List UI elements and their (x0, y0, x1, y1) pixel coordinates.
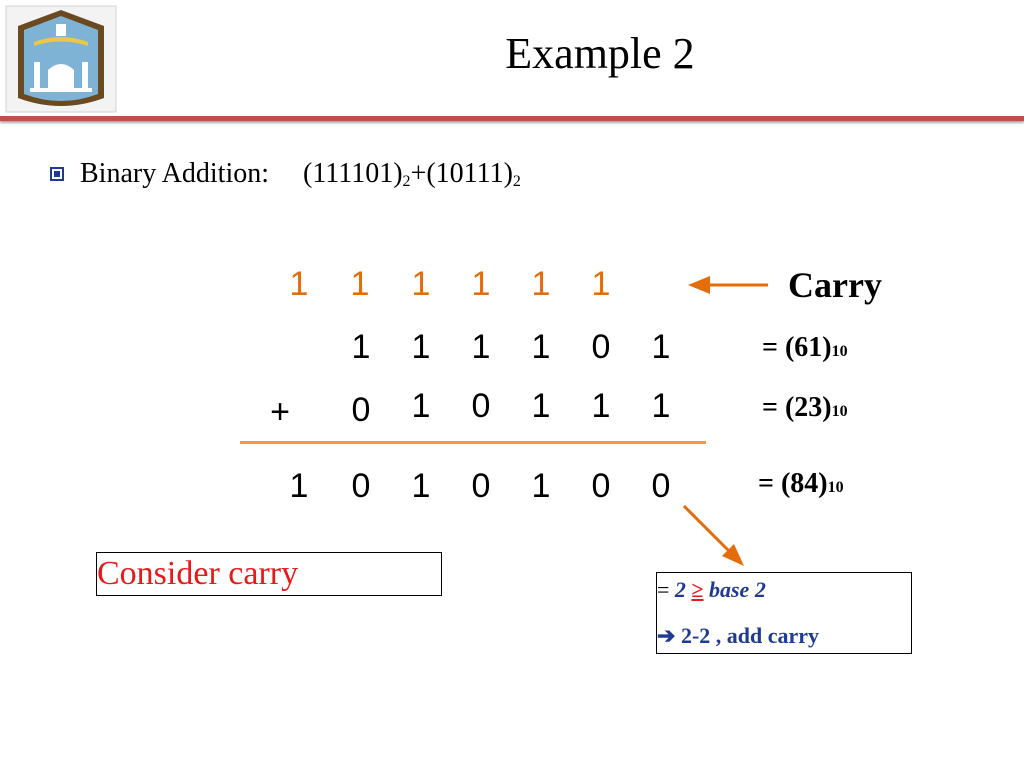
carry-digit: 1 (411, 265, 431, 303)
carry-label: Carry (788, 265, 882, 305)
down-right-arrow-icon (682, 504, 744, 566)
result-digit: 0 (351, 467, 371, 505)
plus-sign: + (410, 158, 427, 189)
carry-digit: 1 (591, 265, 611, 303)
result-digit: 1 (411, 467, 431, 505)
row1-digit: 1 (531, 328, 551, 366)
carry-digit: 1 (350, 265, 370, 303)
title-divider (0, 116, 1024, 121)
operand1: (111101) (303, 158, 403, 189)
row2-digit: 1 (651, 387, 671, 425)
result-digit: 1 (289, 467, 309, 505)
result-digit: 0 (471, 467, 491, 505)
row1-digit: 0 (591, 328, 611, 366)
plus-operator: + (270, 393, 290, 431)
carry-digit: 1 (471, 265, 491, 303)
consider-carry-text: Consider carry (97, 555, 299, 592)
operand1-base: 2 (402, 173, 411, 190)
result-digit: 1 (531, 467, 551, 505)
slide-title: Example 2 (505, 29, 695, 78)
rule-line-2: ➔ 2-2 , add carry (657, 623, 820, 648)
consider-carry-box: Consider carry (96, 552, 442, 596)
square-bullet-icon (50, 166, 64, 181)
row2-digit: 0 (471, 387, 491, 425)
university-logo (5, 5, 117, 113)
carry-digit: 1 (289, 265, 309, 303)
row2-digit: 1 (531, 387, 551, 425)
row2-digit: 1 (591, 387, 611, 425)
carry-arrow-icon (688, 276, 768, 294)
row1-decimal: = (61)10 (762, 332, 848, 363)
row1-digit: 1 (651, 328, 671, 366)
carry-digit: 1 (531, 265, 551, 303)
rule-box: = 2 ≥ base 2 ➔ 2-2 , add carry (656, 572, 912, 654)
right-arrow-icon: ➔ (657, 623, 676, 648)
operand2-base: 2 (512, 173, 521, 190)
result-digit: 0 (591, 467, 611, 505)
row1-digit: 1 (351, 328, 371, 366)
operand2: (10111) (426, 158, 513, 189)
row1-digit: 1 (471, 328, 491, 366)
rule-line-1: = 2 ≥ base 2 (657, 577, 766, 602)
row2-digit: 0 (351, 391, 371, 429)
bullet-binary-addition: Binary Addition:(111101)2+(10111)2 (50, 158, 521, 194)
result-decimal: = (84)10 (758, 468, 844, 499)
row1-digit: 1 (411, 328, 431, 366)
bullet-label: Binary Addition: (80, 158, 269, 189)
result-digit: 0 (651, 467, 671, 505)
row2-decimal: = (23)10 (762, 392, 848, 423)
row2-digit: 1 (411, 387, 431, 425)
sum-underline (240, 441, 706, 444)
